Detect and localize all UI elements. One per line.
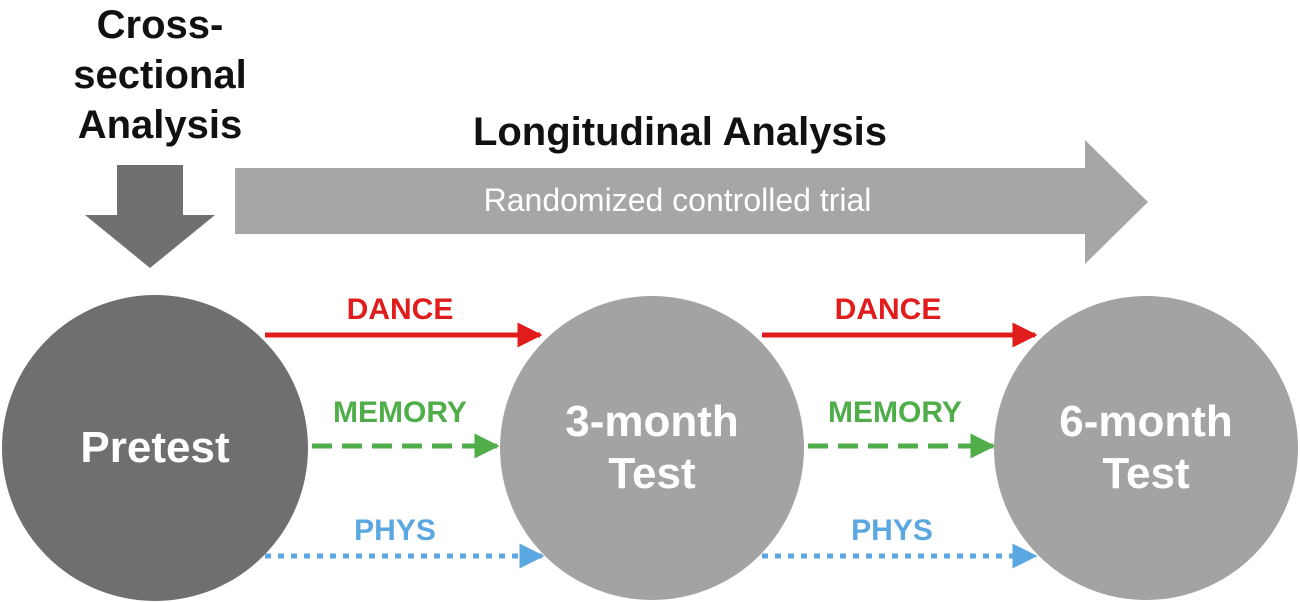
six-month-label-line-1: 6-month	[1059, 397, 1233, 446]
rct-label: Randomized controlled trial	[483, 182, 872, 218]
three-month-label-line-1: 3-month	[565, 397, 739, 446]
six-month-label: 6-month Test	[996, 396, 1296, 500]
longitudinal-title: Longitudinal Analysis	[472, 110, 888, 154]
pretest-label-line-1: Pretest	[80, 423, 230, 472]
dance-label-1: DANCE	[346, 293, 454, 326]
cross-sectional-line-1: Cross-	[96, 3, 224, 47]
phys-label-1: PHYS	[354, 514, 436, 547]
cross-sectional-line-3: Analysis	[77, 103, 243, 147]
pretest-circle	[2, 295, 308, 601]
three-month-label-line-2: Test	[608, 449, 696, 498]
three-month-circle	[500, 296, 804, 600]
pretest-label: Pretest	[5, 422, 305, 474]
longitudinal-arrow	[235, 140, 1148, 264]
six-month-circle	[994, 296, 1298, 600]
memory-label-1: MEMORY	[333, 396, 467, 429]
phys-label-2: PHYS	[851, 514, 933, 547]
cross-sectional-line-2: sectional	[73, 53, 247, 97]
three-month-label: 3-month Test	[502, 396, 802, 500]
memory-label-2: MEMORY	[828, 396, 962, 429]
dance-label-2: DANCE	[834, 293, 942, 326]
cross-sectional-down-arrow	[85, 165, 215, 268]
six-month-label-line-2: Test	[1102, 449, 1190, 498]
cross-sectional-title: Cross- sectional Analysis	[50, 0, 270, 150]
